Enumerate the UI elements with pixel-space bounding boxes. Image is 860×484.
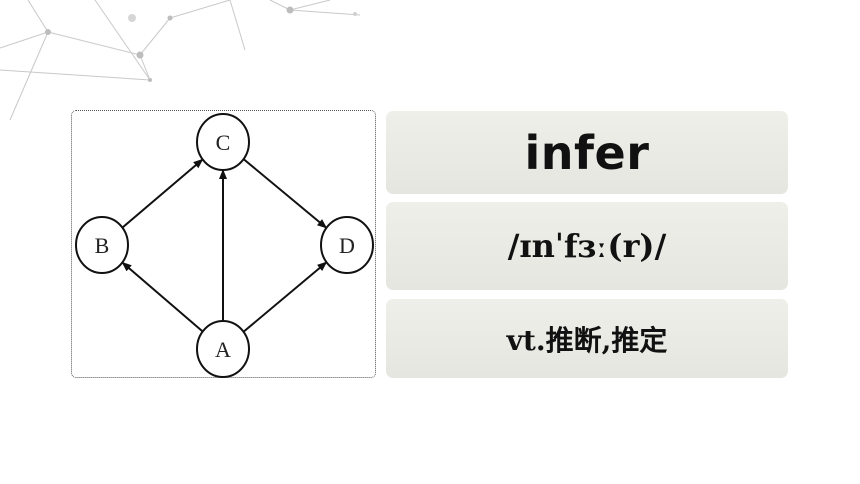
node-c-label: C — [216, 130, 231, 155]
edge-c-to-d — [242, 158, 328, 229]
node-c-circle — [196, 113, 250, 171]
edge-a-to-d — [242, 261, 328, 333]
vocab-word: infer — [524, 125, 650, 180]
directed-graph: C B D A — [75, 113, 374, 378]
definition-card: vt.推断,推定 — [386, 299, 788, 378]
node-b: B — [75, 216, 129, 274]
edge-a-to-b — [121, 261, 204, 333]
node-d-label: D — [339, 233, 355, 258]
node-a: A — [196, 320, 250, 378]
node-b-circle — [75, 216, 129, 274]
edge-b-to-c — [121, 158, 204, 229]
node-d-circle — [320, 216, 374, 274]
node-b-label: B — [95, 233, 110, 258]
node-a-label: A — [215, 337, 231, 362]
vocab-definition: vt.推断,推定 — [506, 323, 668, 357]
node-c: C — [196, 113, 250, 171]
graph-diagram-panel: C B D A — [71, 110, 376, 378]
node-a-circle — [196, 320, 250, 378]
vocab-phonetic: /ɪnˈfɜː(r)/ — [507, 227, 667, 265]
decorative-network-pattern — [0, 0, 361, 121]
phonetic-card: /ɪnˈfɜː(r)/ — [386, 202, 788, 290]
word-card: infer — [386, 111, 788, 194]
node-d: D — [320, 216, 374, 274]
